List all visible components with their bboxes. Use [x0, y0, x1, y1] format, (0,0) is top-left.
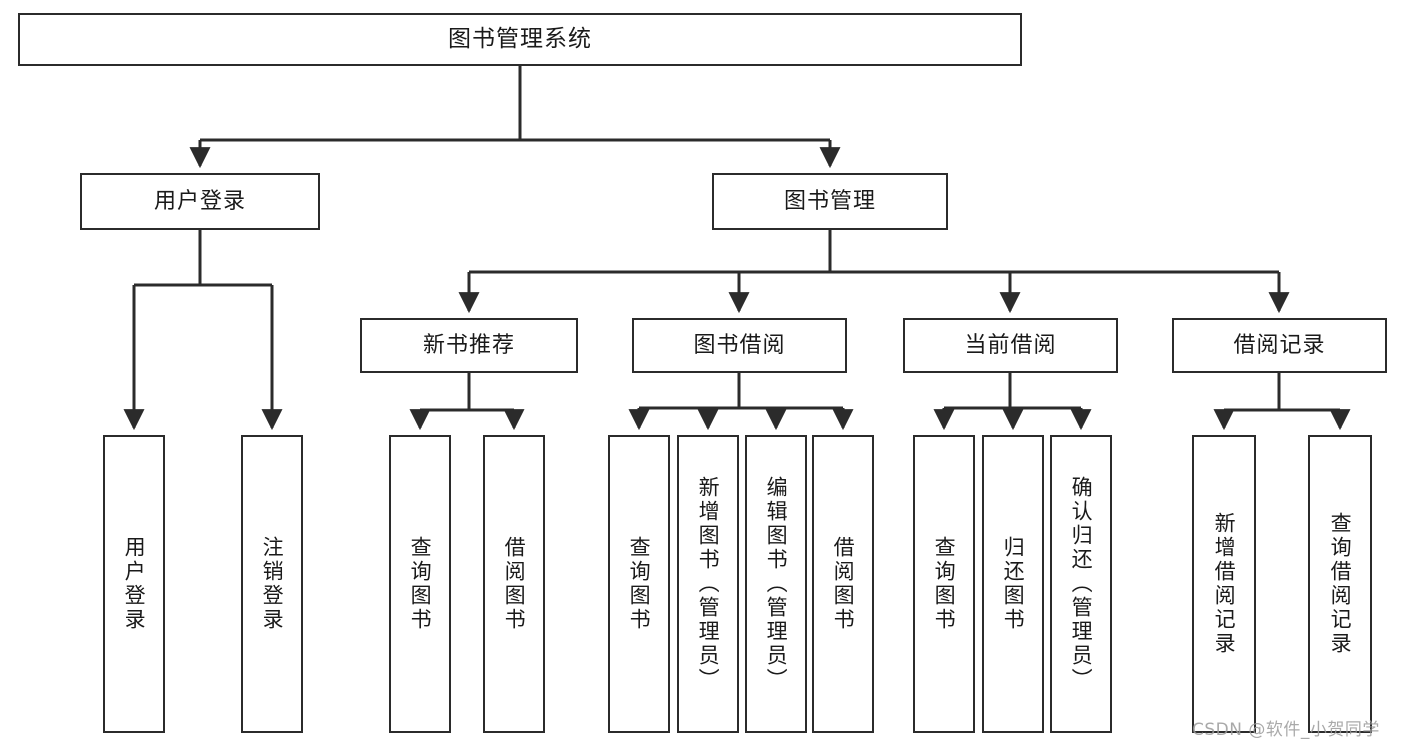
node-leaf-query-book-3-label: 查询图书 — [932, 536, 957, 632]
node-new-book-recommend-label: 新书推荐 — [422, 332, 515, 358]
node-leaf-edit-book-label: 编辑图书（管理员） — [764, 476, 789, 692]
node-leaf-confirm-return-label: 确认归还（管理员） — [1069, 476, 1094, 692]
node-current-borrow[interactable]: 当前借阅 — [903, 318, 1118, 373]
node-leaf-add-book-label: 新增图书（管理员） — [696, 476, 721, 692]
node-leaf-logout-label: 注销登录 — [260, 536, 285, 632]
node-book-manage[interactable]: 图书管理 — [712, 173, 948, 230]
node-leaf-query-book-1-label: 查询图书 — [408, 536, 433, 632]
node-user-login[interactable]: 用户登录 — [80, 173, 320, 230]
node-leaf-borrow-book-1[interactable]: 借阅图书 — [483, 435, 545, 733]
node-leaf-query-book-3[interactable]: 查询图书 — [913, 435, 975, 733]
node-leaf-return-book[interactable]: 归还图书 — [982, 435, 1044, 733]
watermark-text: CSDN @软件_小贺同学 — [1192, 720, 1380, 740]
node-leaf-query-record[interactable]: 查询借阅记录 — [1308, 435, 1372, 733]
node-leaf-query-book-1[interactable]: 查询图书 — [389, 435, 451, 733]
node-leaf-confirm-return[interactable]: 确认归还（管理员） — [1050, 435, 1112, 733]
node-leaf-add-book[interactable]: 新增图书（管理员） — [677, 435, 739, 733]
node-leaf-borrow-book-2-label: 借阅图书 — [831, 536, 856, 632]
node-book-borrow[interactable]: 图书借阅 — [632, 318, 847, 373]
node-book-manage-label: 图书管理 — [783, 188, 876, 214]
node-book-borrow-label: 图书借阅 — [693, 332, 786, 358]
node-borrow-record[interactable]: 借阅记录 — [1172, 318, 1387, 373]
node-user-login-label: 用户登录 — [153, 188, 246, 214]
node-leaf-logout[interactable]: 注销登录 — [241, 435, 303, 733]
node-leaf-return-book-label: 归还图书 — [1001, 536, 1026, 632]
node-root-label: 图书管理系统 — [448, 26, 592, 53]
node-leaf-user-login-label: 用户登录 — [122, 536, 147, 632]
node-current-borrow-label: 当前借阅 — [964, 332, 1057, 358]
node-leaf-borrow-book-1-label: 借阅图书 — [502, 536, 527, 632]
node-leaf-query-book-2[interactable]: 查询图书 — [608, 435, 670, 733]
node-leaf-edit-book[interactable]: 编辑图书（管理员） — [745, 435, 807, 733]
node-borrow-record-label: 借阅记录 — [1233, 332, 1326, 358]
watermark: CSDN @软件_小贺同学 — [1192, 715, 1380, 740]
node-leaf-query-book-2-label: 查询图书 — [627, 536, 652, 632]
node-leaf-query-record-label: 查询借阅记录 — [1328, 512, 1353, 656]
node-root[interactable]: 图书管理系统 — [18, 13, 1022, 66]
node-leaf-add-record-label: 新增借阅记录 — [1212, 512, 1237, 656]
node-leaf-user-login[interactable]: 用户登录 — [103, 435, 165, 733]
node-leaf-add-record[interactable]: 新增借阅记录 — [1192, 435, 1256, 733]
node-new-book-recommend[interactable]: 新书推荐 — [360, 318, 578, 373]
node-leaf-borrow-book-2[interactable]: 借阅图书 — [812, 435, 874, 733]
